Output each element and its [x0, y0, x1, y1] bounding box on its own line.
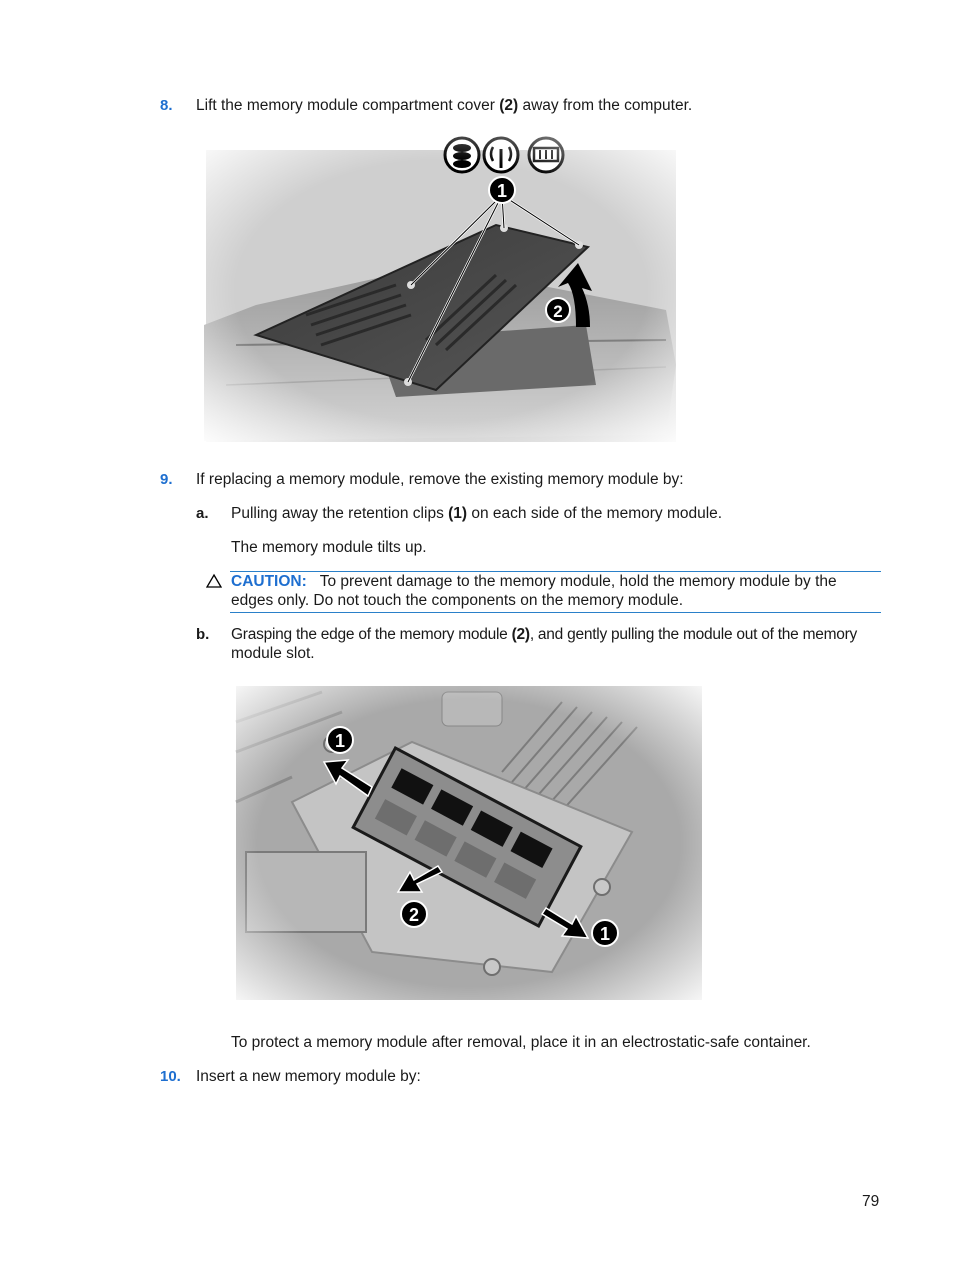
caution-line-2: edges only. Do not touch the components …	[231, 592, 684, 609]
step-9a-text: Pulling away the retention clips (1) on …	[231, 504, 722, 523]
caution-line-1: CAUTION: To prevent damage to the memory…	[231, 572, 837, 591]
step-9a-letter: a.	[196, 505, 209, 522]
step-9b-text: Grasping the edge of the memory module (…	[231, 625, 857, 644]
page-number: 79	[862, 1193, 880, 1210]
step-9b-text-b: , and gently pulling the module out of t…	[529, 626, 858, 643]
figure-cover-removal: 1 2	[196, 135, 686, 447]
caution-label: CAUTION:	[231, 573, 307, 590]
caution-triangle-icon	[206, 573, 222, 588]
step-8-callout: (2)	[499, 97, 519, 114]
step-9b-callout: (2)	[511, 626, 530, 643]
step-9-text: If replacing a memory module, remove the…	[196, 471, 684, 488]
figure-memory-removal: 1 2 1	[232, 682, 706, 1004]
step-8-text-b: away from the computer.	[518, 97, 693, 114]
caution-box	[230, 571, 881, 613]
step-9a-callout: (1)	[448, 505, 468, 522]
after-removal-note: To protect a memory module after removal…	[231, 1034, 811, 1051]
step-8-text-a: Lift the memory module compartment cover	[196, 97, 500, 114]
step-9b-letter: b.	[196, 626, 210, 643]
step-10-number: 10.	[160, 1068, 181, 1085]
step-9a-text-b: on each side of the memory module.	[467, 505, 723, 522]
step-10-text: Insert a new memory module by:	[196, 1068, 421, 1085]
step-8-text: Lift the memory module compartment cover…	[196, 96, 692, 115]
step-9a-text-a: Pulling away the retention clips	[231, 505, 449, 522]
step-9b-text-a: Grasping the edge of the memory module	[231, 626, 512, 643]
step-9a-result: The memory module tilts up.	[231, 539, 427, 556]
caution-text-1: To prevent damage to the memory module, …	[319, 573, 837, 590]
step-9-number: 9.	[160, 471, 173, 488]
step-9b-line-2: module slot.	[231, 645, 315, 662]
step-8-number: 8.	[160, 97, 173, 114]
